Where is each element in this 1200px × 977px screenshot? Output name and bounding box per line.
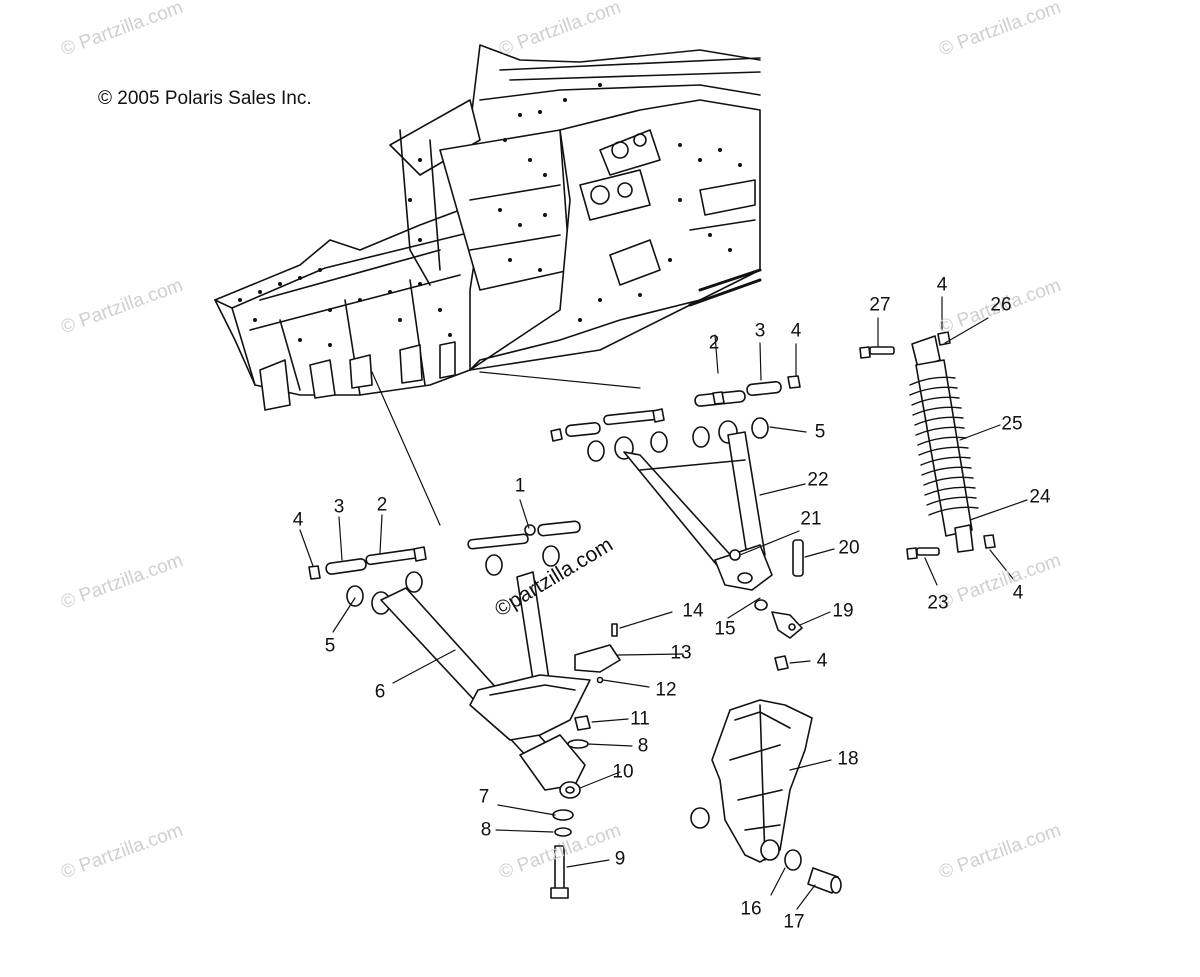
callout-4[interactable]: 4 — [936, 274, 948, 296]
callout-14[interactable]: 14 — [682, 600, 704, 622]
callout-6[interactable]: 6 — [374, 681, 386, 703]
copyright-notice: © 2005 Polaris Sales Inc. — [98, 88, 312, 109]
callout-23[interactable]: 23 — [927, 592, 949, 614]
callout-8[interactable]: 8 — [480, 819, 492, 841]
callout-8[interactable]: 8 — [637, 735, 649, 757]
callout-19[interactable]: 19 — [832, 600, 854, 622]
callout-9[interactable]: 9 — [614, 848, 626, 870]
callout-5[interactable]: 5 — [324, 635, 336, 657]
callout-15[interactable]: 15 — [714, 618, 736, 640]
lower-a-arm-assembly — [299, 499, 633, 899]
callout-3[interactable]: 3 — [754, 320, 766, 342]
callout-10[interactable]: 10 — [612, 761, 634, 783]
callout-24[interactable]: 24 — [1029, 486, 1051, 508]
ski-spindle — [690, 699, 842, 910]
callout-3[interactable]: 3 — [333, 496, 345, 518]
callout-4[interactable]: 4 — [790, 320, 802, 342]
callout-18[interactable]: 18 — [837, 748, 859, 770]
callout-12[interactable]: 12 — [655, 679, 677, 701]
callout-4[interactable]: 4 — [1012, 582, 1024, 604]
callout-13[interactable]: 13 — [670, 642, 692, 664]
callout-4[interactable]: 4 — [816, 650, 828, 672]
callout-16[interactable]: 16 — [740, 898, 762, 920]
shock-absorber — [859, 296, 1028, 586]
callout-17[interactable]: 17 — [783, 911, 805, 933]
callout-27[interactable]: 27 — [869, 294, 891, 316]
callout-22[interactable]: 22 — [807, 469, 829, 491]
callout-2[interactable]: 2 — [708, 332, 720, 354]
callout-2[interactable]: 2 — [376, 494, 388, 516]
callout-25[interactable]: 25 — [1001, 413, 1023, 435]
callout-11[interactable]: 11 — [630, 708, 650, 730]
chassis-frame — [214, 44, 762, 526]
callout-26[interactable]: 26 — [990, 294, 1012, 316]
upper-a-arm-assembly — [550, 334, 835, 688]
callout-7[interactable]: 7 — [478, 786, 490, 808]
callout-1[interactable]: 1 — [514, 475, 526, 497]
callout-20[interactable]: 20 — [838, 537, 860, 559]
callout-5[interactable]: 5 — [814, 421, 826, 443]
callout-4[interactable]: 4 — [292, 509, 304, 531]
callout-21[interactable]: 21 — [800, 508, 822, 530]
